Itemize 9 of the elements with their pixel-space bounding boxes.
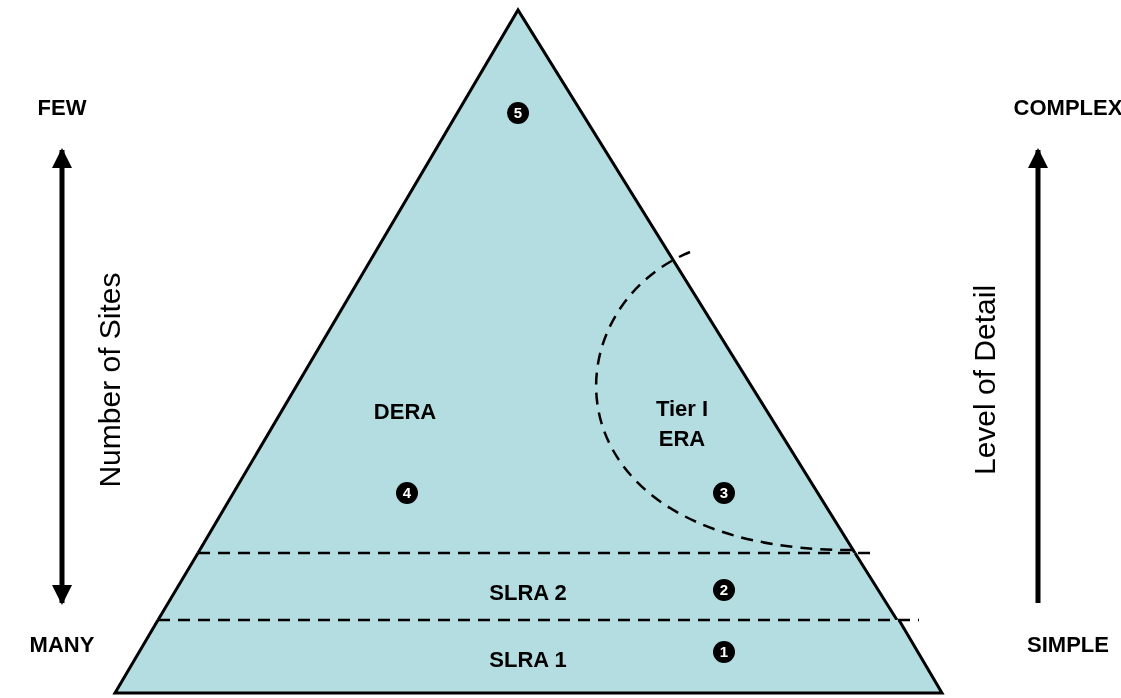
axis-end-label: FEW [37, 95, 87, 121]
axis-end-label: SIMPLE [1027, 632, 1109, 658]
axis-label: Level of Detail [968, 284, 1002, 476]
region-label: SLRA 1 [489, 647, 567, 673]
axis-label: Number of Sites [93, 272, 127, 488]
axis-end-label: MANY [29, 632, 95, 658]
region-label: DERA [373, 399, 437, 425]
region-label: Tier I ERA [654, 395, 710, 453]
region-label: SLRA 2 [489, 580, 567, 606]
